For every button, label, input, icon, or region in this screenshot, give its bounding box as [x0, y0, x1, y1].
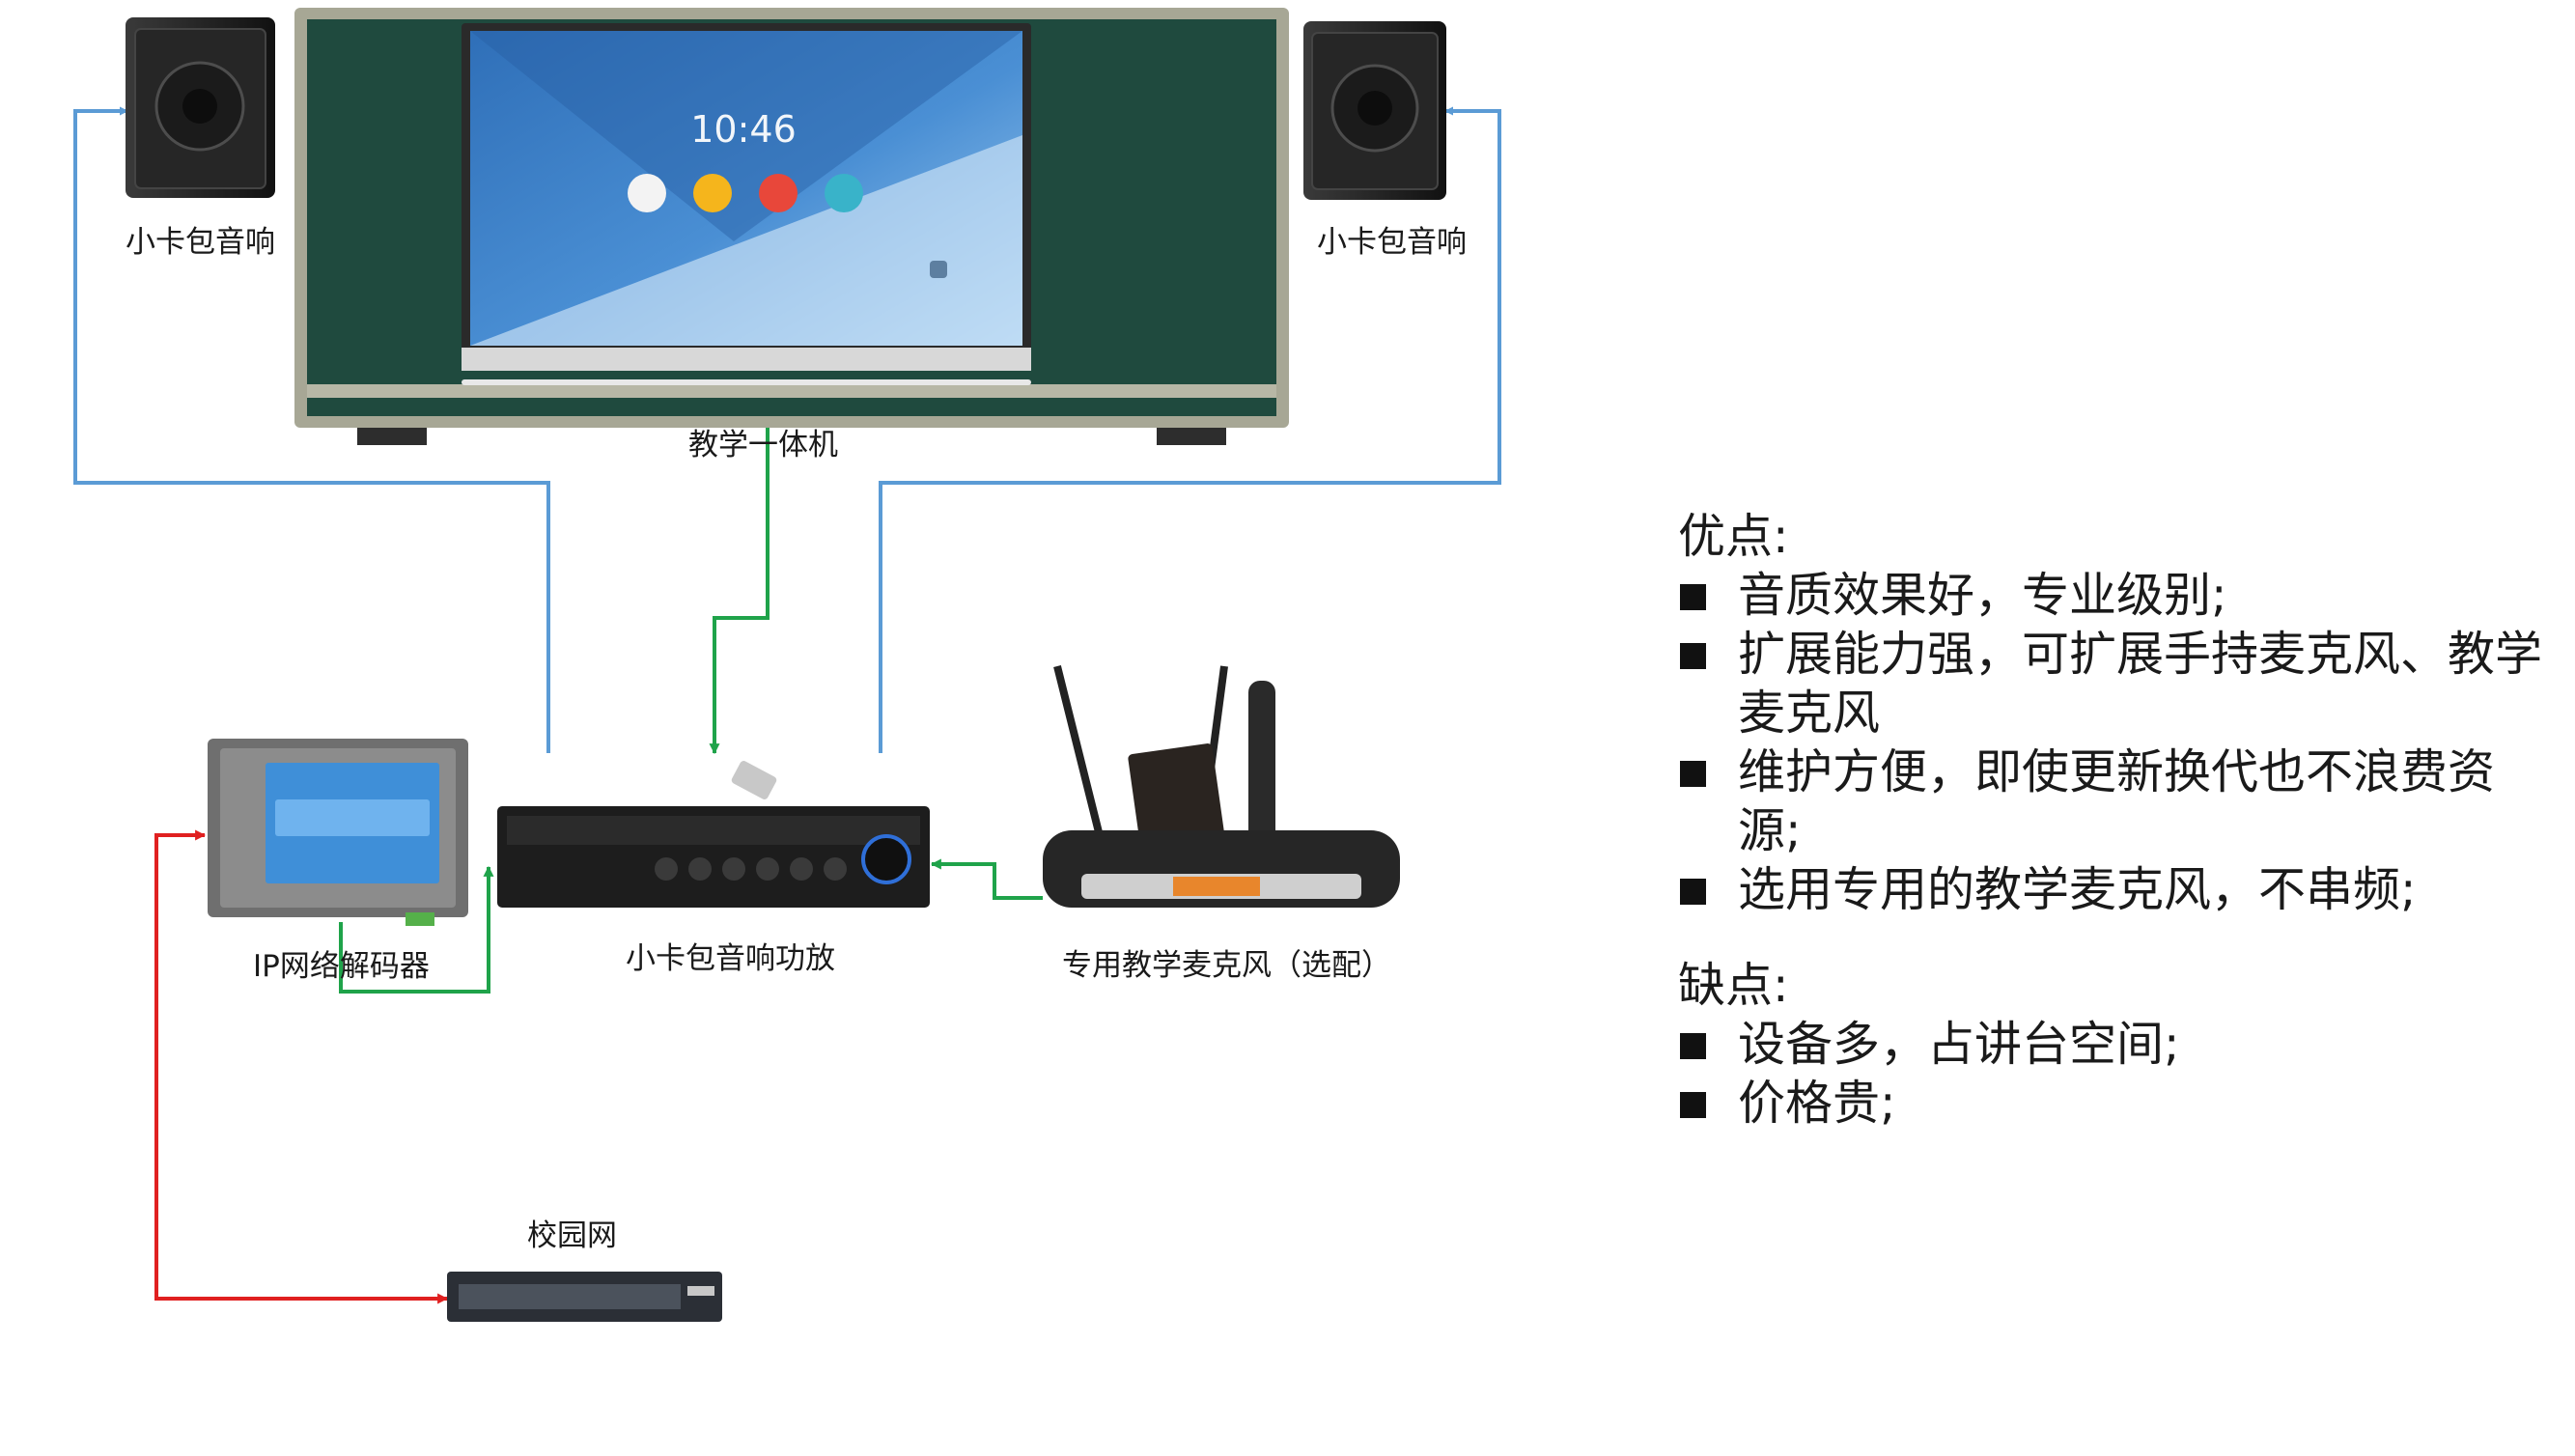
pros-title: 优点: — [1678, 509, 1789, 564]
network-line — [154, 829, 449, 1304]
cons-item: 设备多，占讲台空间; — [1678, 1015, 2547, 1074]
pros-item: 维护方便，即使更新换代也不浪费资源; — [1678, 742, 2547, 860]
screen-clock: 10:46 — [690, 108, 797, 151]
pros-cons-panel: 优点: 音质效果好，专业级别; 扩展能力强，可扩展手持麦克风、教学麦克风 维护方… — [1678, 507, 2547, 1133]
section-gap — [1678, 919, 2547, 956]
system-diagram: 10:46 — [73, 8, 1501, 1322]
speaker-left-icon — [126, 17, 275, 198]
audio-line-right — [879, 106, 1501, 753]
teaching-board-icon — [294, 8, 1289, 445]
signal-line-board-to-amp — [709, 372, 770, 755]
label-decoder: IP网络解码器 — [253, 949, 430, 984]
microphone-icon — [1043, 665, 1400, 908]
speaker-right-icon — [1303, 21, 1446, 200]
pros-item: 选用专用的教学麦克风，不串频; — [1678, 860, 2547, 919]
decoder-icon — [208, 739, 468, 926]
amplifier-icon — [497, 761, 930, 908]
label-speaker-left: 小卡包音响 — [126, 225, 275, 260]
label-amplifier: 小卡包音响功放 — [626, 941, 835, 976]
signal-line-mic-to-amp — [930, 858, 1043, 900]
cons-item: 价格贵; — [1678, 1074, 2547, 1133]
pros-item: 音质效果好，专业级别; — [1678, 566, 2547, 625]
cons-title: 缺点: — [1678, 958, 1789, 1013]
pros-item: 扩展能力强，可扩展手持麦克风、教学麦克风 — [1678, 625, 2547, 742]
label-speaker-right: 小卡包音响 — [1317, 225, 1467, 260]
audio-line-left — [73, 106, 550, 753]
network-switch-icon — [447, 1272, 722, 1322]
label-campus-network: 校园网 — [527, 1218, 617, 1253]
label-microphone: 专用教学麦克风（选配） — [1062, 948, 1391, 983]
label-teaching-board: 教学一体机 — [688, 428, 838, 462]
